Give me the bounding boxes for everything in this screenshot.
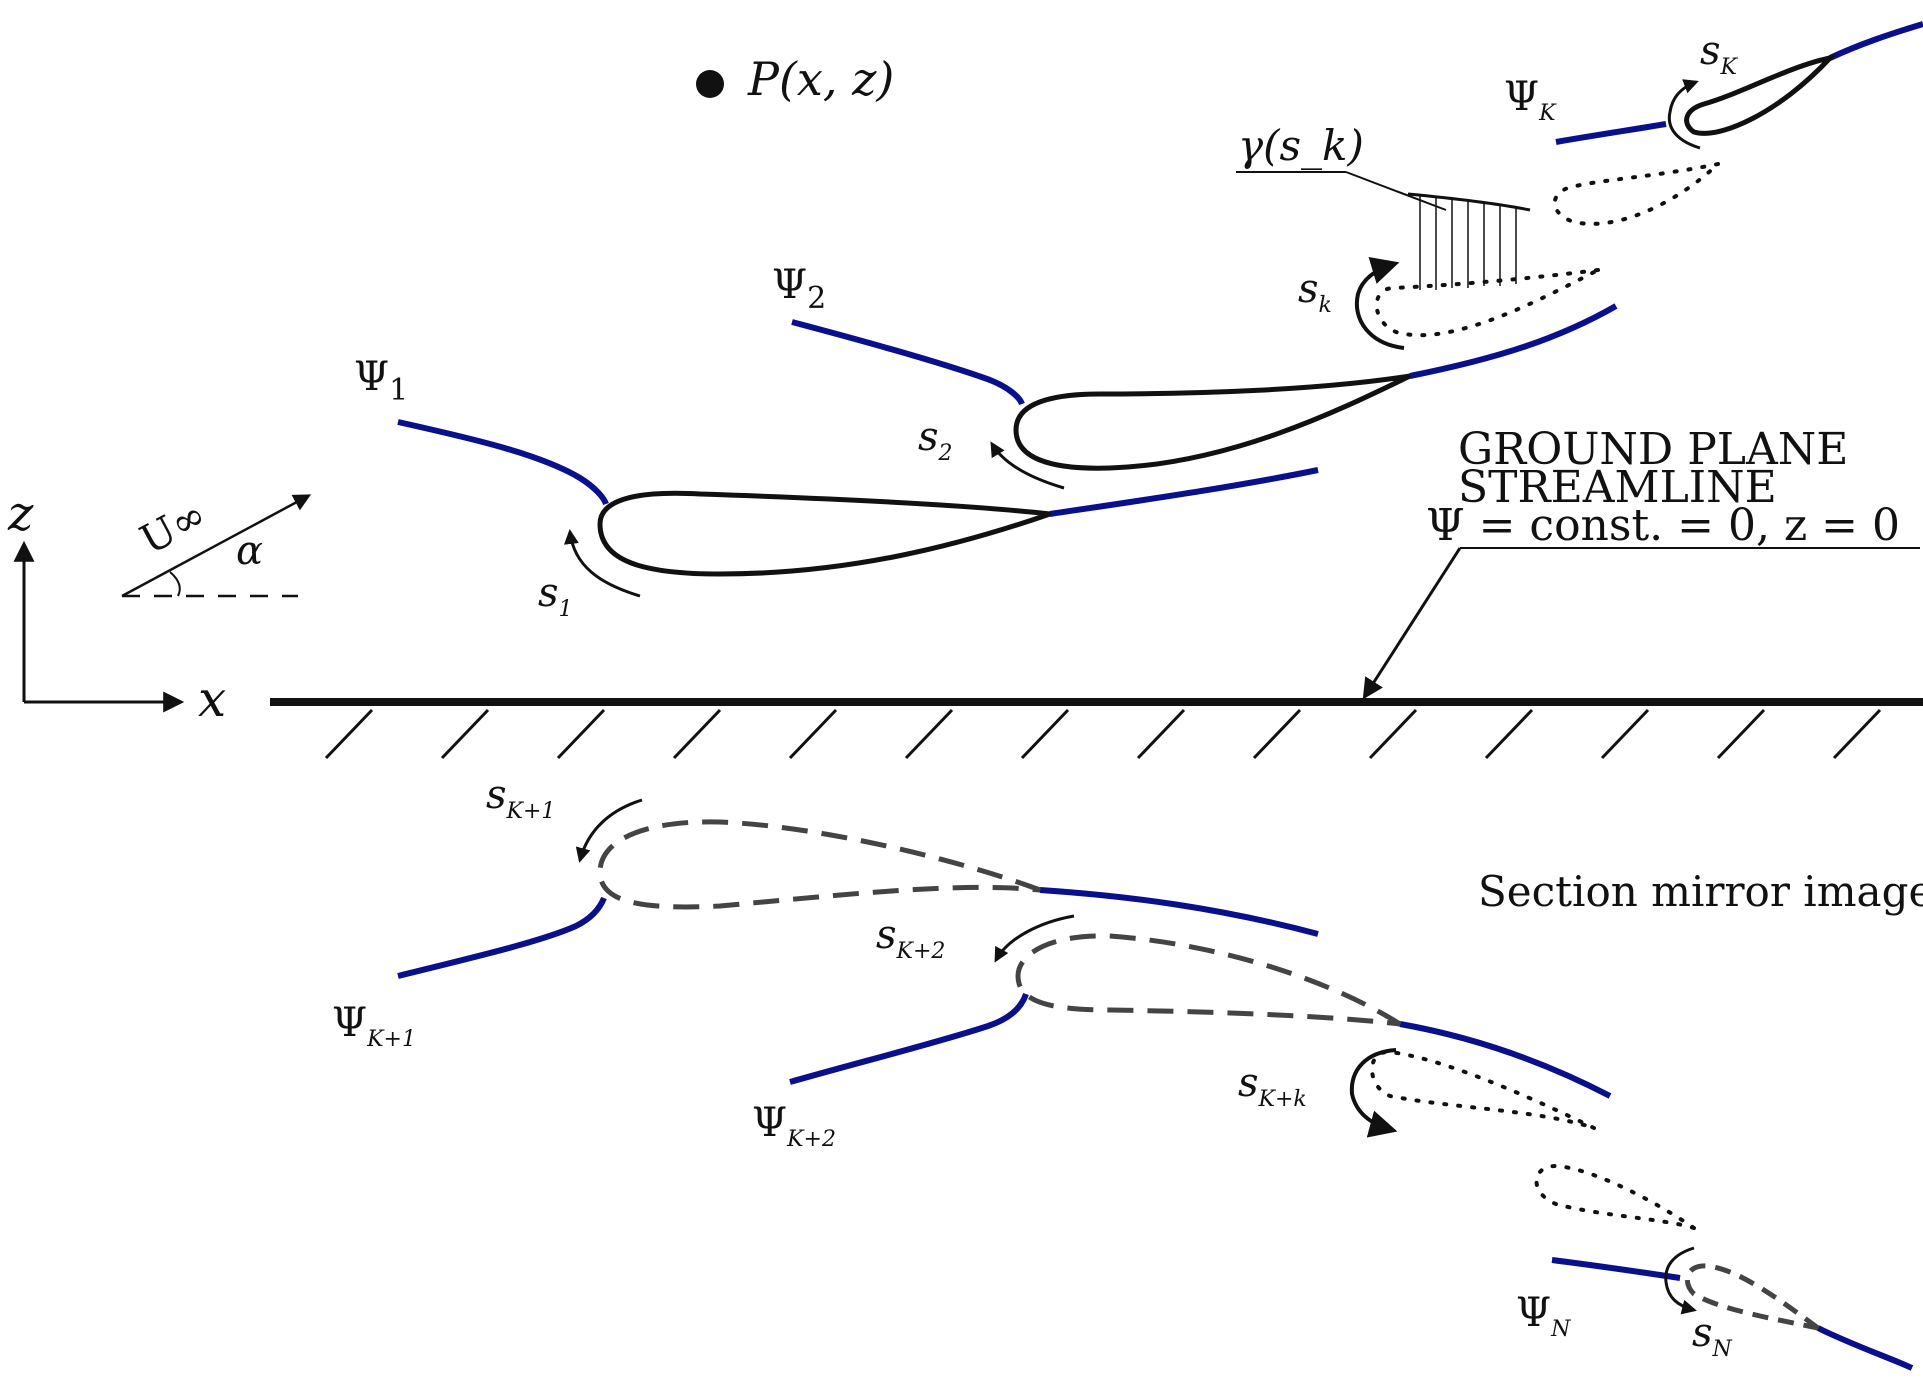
arclength-arrow-sK: [1667, 79, 1701, 150]
arclength-arrow-sk: [1354, 257, 1405, 350]
arclength-arrow-sN: [1664, 1246, 1697, 1315]
streamline-psi1-downstream: [1049, 467, 1319, 517]
mirror-airfoil-section-dotted-2: [1534, 1163, 1696, 1230]
streamline-psiN-upstream: [1551, 1257, 1681, 1281]
streamline-psiK1-downstream: [1039, 887, 1319, 937]
x-axis-label: x: [198, 670, 226, 728]
arclength-arrow-s2: [990, 441, 1065, 490]
streamline-psiK2-downstream: [1399, 1021, 1612, 1099]
arclength-arrow-sK1: [575, 798, 643, 863]
angle-of-attack-label: α: [236, 528, 263, 574]
arclength-arrow-sK2: [994, 914, 1075, 963]
upper-streamlines: [397, 21, 1923, 517]
streamline-psiK-downstream: [1828, 21, 1923, 61]
ground-plane-label-line3: Ψ = const. = 0, z = 0: [1426, 500, 1900, 551]
label-s2: s2: [918, 414, 953, 466]
label-s1: s1: [538, 570, 573, 622]
point-p-label: P(x, z): [747, 52, 894, 106]
ground-plane-leader: [1362, 547, 1920, 700]
mirror-airfoil-section-K1: [597, 819, 1041, 910]
airfoil-section-K: [1684, 54, 1838, 136]
ground-plane-label-line1: GROUND PLANE: [1458, 424, 1848, 475]
label-sN: sN: [1692, 1310, 1733, 1362]
airfoil-section-k-dotted: [1374, 268, 1599, 338]
ground-plane: [270, 698, 1923, 760]
ground-plane-label-line2: STREAMLINE: [1458, 462, 1777, 513]
label-psi1: Ψ1: [354, 354, 408, 408]
arclength-arrow-sKk: [1349, 1048, 1398, 1138]
streamline-psiK-upstream: [1555, 121, 1667, 145]
mirror-image-label: Section mirror image: [1478, 867, 1923, 916]
label-psiN: ΨN: [1516, 1290, 1571, 1342]
streamline-psiK2-upstream: [789, 992, 1029, 1085]
streamline-psiK1-upstream: [397, 896, 607, 979]
airfoil-section-2: [1013, 373, 1412, 471]
airfoil-section-1: [597, 490, 1051, 577]
streamline-psi2-upstream: [791, 319, 1025, 406]
label-sK1: sK+1: [486, 772, 555, 824]
label-sK2: sK+2: [876, 912, 945, 964]
label-sKk: sK+k: [1238, 1060, 1307, 1112]
label-sk: sk: [1298, 266, 1332, 318]
label-psiK: ΨK: [1504, 74, 1557, 126]
freestream-arrow: [121, 494, 312, 598]
vorticity-label: γ(s_k): [1238, 121, 1364, 170]
streamline-psiN-downstream: [1816, 1325, 1914, 1371]
label-psiK2: ΨK+2: [752, 1100, 836, 1152]
arclength-arrow-s1: [563, 529, 641, 598]
streamline-psi1-upstream: [397, 419, 609, 506]
label-psi2: Ψ2: [772, 262, 826, 316]
streamline-psi2-downstream: [1409, 303, 1618, 379]
label-psiK1: ΨK+1: [332, 1000, 416, 1052]
label-sK: sK: [1700, 28, 1739, 80]
airfoil-section-dotted-upper-2: [1552, 160, 1725, 226]
coordinate-axes: [13, 540, 185, 713]
mirror-airfoil-section-K2: [1015, 933, 1402, 1027]
point-p-marker: [696, 70, 724, 98]
mirror-airfoil-section-k-dotted: [1370, 1049, 1595, 1130]
z-axis-label: z: [7, 486, 34, 542]
vorticity-distribution: [1236, 171, 1531, 290]
mirror-streamlines: [397, 887, 1914, 1371]
mirror-airfoil-section-N: [1684, 1263, 1820, 1331]
